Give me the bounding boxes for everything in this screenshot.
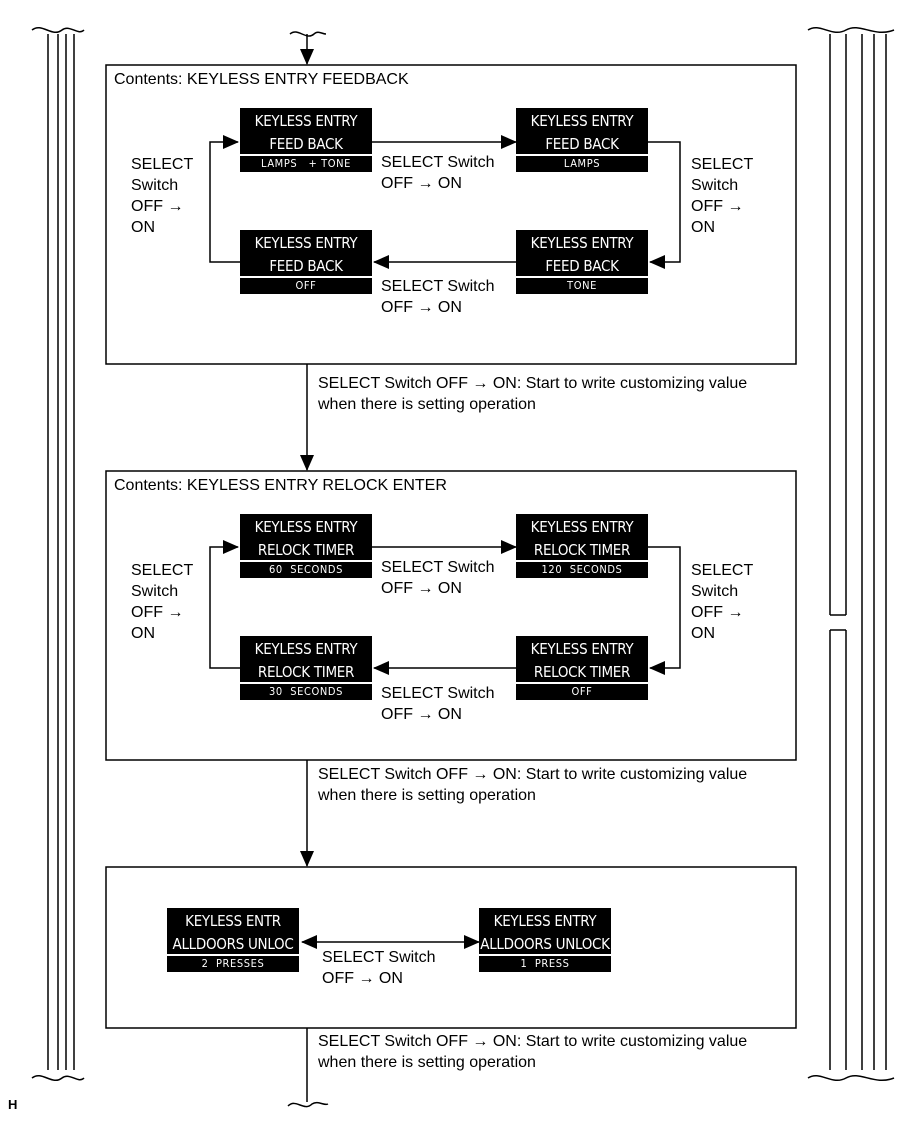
switch-text: Switch (131, 177, 179, 194)
figure-code: H (8, 1097, 18, 1112)
lcd-line1: KEYLESS ENTRY (254, 234, 358, 252)
switch-text: Switch (691, 177, 739, 194)
off-arrow-text: OFF → (131, 604, 184, 621)
on-text: ON (131, 219, 155, 236)
lcd-value: 120 SECONDS (516, 560, 648, 578)
lcd-feedback-tone: KEYLESS ENTRY FEED BACK TONE (516, 230, 648, 294)
note-line2: when there is setting operation (318, 396, 536, 413)
switch-text: Switch (131, 583, 179, 600)
lcd-line1: KEYLESS ENTRY (254, 640, 358, 658)
transition-label-right: SELECT Switch OFF → ON (691, 154, 753, 238)
lcd-value: OFF (516, 682, 648, 700)
off-arrow-text: OFF → (131, 198, 184, 215)
lcd-line1: KEYLESS ENTR (185, 912, 281, 930)
lcd-relock-30: KEYLESS ENTRY RELOCK TIMER 30 SECONDS (240, 636, 372, 700)
lcd-line2: FEED BACK (269, 135, 343, 153)
lcd-value: 1 PRESS (479, 954, 611, 972)
off-arrow-text: OFF → (691, 604, 744, 621)
select-text: SELECT (691, 156, 754, 173)
transition-label: SELECT Switch OFF → ON (381, 683, 495, 725)
lcd-value: OFF (240, 276, 372, 294)
note-line2: when there is setting operation (318, 787, 536, 804)
off-arrow-text: OFF → (691, 198, 744, 215)
left-border-rails (31, 27, 85, 1081)
lcd-feedback-lamps-tone: KEYLESS ENTRY FEED BACK LAMPS + TONE (240, 108, 372, 172)
switch-text: Switch (691, 583, 739, 600)
right-border-rails (807, 27, 895, 1081)
lcd-feedback-lamps: KEYLESS ENTRY FEED BACK LAMPS (516, 108, 648, 172)
lcd-value: 30 SECONDS (240, 682, 372, 700)
section-box-relock (105, 470, 797, 761)
lcd-line2: RELOCK TIMER (257, 663, 355, 681)
lcd-line1: KEYLESS ENTRY (530, 640, 634, 658)
select-text: SELECT (131, 562, 194, 579)
lcd-line2: RELOCK TIMER (257, 541, 355, 559)
note-line2: when there is setting operation (318, 1054, 536, 1071)
off-on-text: OFF → ON (381, 706, 462, 723)
transition-label: SELECT Switch OFF → ON (381, 276, 495, 318)
lcd-line2: FEED BACK (545, 135, 619, 153)
lcd-line1: KEYLESS ENTRY (254, 112, 358, 130)
off-on-text: OFF → ON (381, 580, 462, 597)
lcd-relock-60: KEYLESS ENTRY RELOCK TIMER 60 SECONDS (240, 514, 372, 578)
transition-label: SELECT Switch OFF → ON (381, 557, 495, 599)
lcd-value: LAMPS + TONE (240, 154, 372, 172)
lcd-feedback-off: KEYLESS ENTRY FEED BACK OFF (240, 230, 372, 294)
transition-label-right: SELECT Switch OFF → ON (691, 560, 753, 644)
lcd-line1: KEYLESS ENTRY (530, 234, 634, 252)
section-title-feedback: Contents: KEYLESS ENTRY FEEDBACK (114, 71, 409, 88)
lcd-line1: KEYLESS ENTRY (254, 518, 358, 536)
transition-label-left: SELECT Switch OFF → ON (131, 154, 193, 238)
section-title-relock: Contents: KEYLESS ENTRY RELOCK ENTER (114, 477, 447, 494)
lcd-line2: ALLDOORS UNLOCK (480, 935, 610, 953)
lcd-line2: FEED BACK (269, 257, 343, 275)
write-note: SELECT Switch OFF → ON: Start to write c… (318, 1031, 747, 1073)
on-text: ON (131, 625, 155, 642)
lcd-line1: KEYLESS ENTRY (493, 912, 597, 930)
select-switch-text: SELECT Switch (322, 949, 436, 966)
lcd-line2: ALLDOORS UNLOC (172, 935, 294, 953)
lcd-unlock-2-presses: KEYLESS ENTR ALLDOORS UNLOC 2 PRESSES (167, 908, 299, 972)
lcd-value: 2 PRESSES (167, 954, 299, 972)
lcd-unlock-1-press: KEYLESS ENTRY ALLDOORS UNLOCK 1 PRESS (479, 908, 611, 972)
on-text: ON (691, 219, 715, 236)
lcd-relock-120: KEYLESS ENTRY RELOCK TIMER 120 SECONDS (516, 514, 648, 578)
write-note: SELECT Switch OFF → ON: Start to write c… (318, 764, 747, 806)
off-on-text: OFF → ON (322, 970, 403, 987)
off-on-text: OFF → ON (381, 299, 462, 316)
lcd-value: LAMPS (516, 154, 648, 172)
lcd-line2: RELOCK TIMER (533, 663, 631, 681)
lcd-line2: FEED BACK (545, 257, 619, 275)
transition-label: SELECT Switch OFF → ON (322, 947, 436, 989)
select-switch-text: SELECT Switch (381, 278, 495, 295)
lcd-line2: RELOCK TIMER (533, 541, 631, 559)
lcd-line1: KEYLESS ENTRY (530, 518, 634, 536)
write-note: SELECT Switch OFF → ON: Start to write c… (318, 373, 747, 415)
select-text: SELECT (691, 562, 754, 579)
lcd-value: TONE (516, 276, 648, 294)
transition-label-left: SELECT Switch OFF → ON (131, 560, 193, 644)
select-switch-text: SELECT Switch (381, 154, 495, 171)
lcd-line1: KEYLESS ENTRY (530, 112, 634, 130)
off-on-text: OFF → ON (381, 175, 462, 192)
note-line1: SELECT Switch OFF → ON: Start to write c… (318, 766, 748, 783)
select-switch-text: SELECT Switch (381, 559, 495, 576)
lcd-relock-off: KEYLESS ENTRY RELOCK TIMER OFF (516, 636, 648, 700)
section-box-unlock (105, 866, 797, 1029)
on-text: ON (691, 625, 715, 642)
select-text: SELECT (131, 156, 194, 173)
transition-label: SELECT Switch OFF → ON (381, 152, 495, 194)
section-box-feedback (105, 64, 797, 365)
note-line1: SELECT Switch OFF → ON: Start to write c… (318, 375, 748, 392)
lcd-value: 60 SECONDS (240, 560, 372, 578)
select-switch-text: SELECT Switch (381, 685, 495, 702)
note-line1: SELECT Switch OFF → ON: Start to write c… (318, 1033, 748, 1050)
